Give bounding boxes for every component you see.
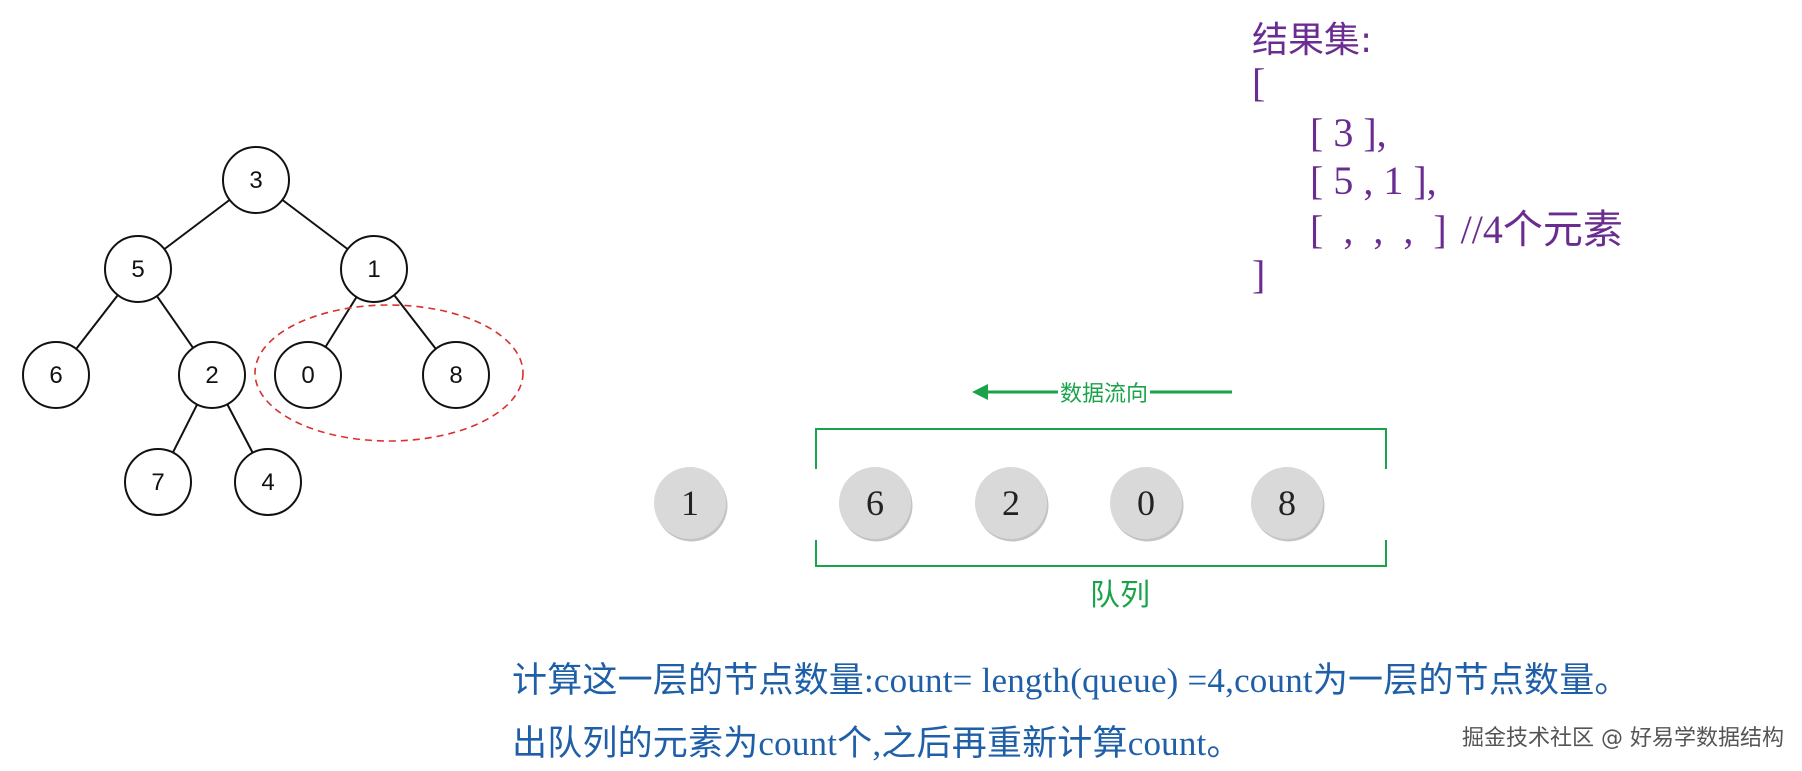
queue-frame: 队列 — [815, 428, 1387, 613]
tree-edge — [156, 295, 194, 349]
tree-node-8: 8 — [422, 341, 490, 409]
explanation-line-2: 出队列的元素为count个,之后再重新计算count。 — [512, 724, 1242, 763]
result-row-3-brackets: [ , , , ] — [1310, 207, 1447, 252]
tree-node-circle — [222, 146, 290, 214]
tree-node-circle — [178, 341, 246, 409]
tree-node-2: 2 — [178, 341, 246, 409]
queue-item-8: 8 — [1251, 467, 1325, 542]
tree-edge — [393, 294, 437, 350]
tree-node-7: 7 — [124, 448, 192, 516]
tree-node-label: 3 — [249, 167, 262, 194]
arrow-head — [972, 384, 988, 400]
queue-item-2: 2 — [975, 467, 1049, 542]
queue-node-circle — [975, 467, 1047, 539]
tree-node-label: 2 — [205, 362, 218, 389]
queue-node-circle — [839, 467, 911, 539]
tree-node-1: 1 — [340, 235, 408, 303]
tree-node-circle — [422, 341, 490, 409]
result-row-1: [ 3 ], — [1310, 110, 1387, 155]
queue-node-label: 1 — [681, 483, 699, 523]
result-row-3-note: //4个元素 — [1461, 207, 1623, 252]
tree-node-5: 5 — [104, 235, 172, 303]
tree-node-label: 4 — [261, 469, 274, 496]
tree-edge — [281, 199, 349, 250]
tree-node-circle — [234, 448, 302, 516]
result-close-bracket: ] — [1252, 252, 1265, 297]
tree-node-circle — [274, 341, 342, 409]
tree-edge — [171, 404, 199, 453]
tree-node-label: 1 — [367, 256, 380, 283]
watermark: 掘金技术社区 @ 好易学数据结构 — [1462, 726, 1784, 751]
queue-node-label: 8 — [1278, 483, 1296, 523]
queue-label: 队列 — [1090, 578, 1150, 613]
tree-node-circle — [124, 448, 192, 516]
result-row-2: [ 5 , 1 ], — [1310, 158, 1437, 203]
result-row-3: [ , , , ] //4个元素 — [1310, 207, 1623, 252]
flow-label: 数据流向 — [1060, 382, 1148, 407]
queue-item-6: 6 — [839, 467, 913, 542]
queue-node-circle — [1251, 467, 1323, 539]
queue-item-0: 0 — [1110, 467, 1184, 542]
explanation-line-1: 计算这一层的节点数量:count= length(queue) =4,count… — [512, 661, 1630, 700]
tree-node-circle — [340, 235, 408, 303]
tree-edge — [75, 294, 119, 350]
tree-edge — [324, 296, 358, 348]
highlight-ellipse — [254, 304, 524, 442]
queue-node-label: 2 — [1002, 483, 1020, 523]
result-set: 结果集: [ [ 3 ], [ 5 , 1 ], [ , , , ] //4个元素… — [1252, 20, 1623, 297]
tree-node-label: 5 — [131, 256, 144, 283]
flow-arrow: 数据流向 — [972, 382, 1232, 407]
tree-node-label: 8 — [449, 362, 462, 389]
queue-node-circle — [654, 467, 726, 539]
tree-node-label: 0 — [301, 362, 314, 389]
queue-node-circle — [1110, 467, 1182, 539]
tree-edges — [75, 199, 437, 454]
tree-node-circle — [22, 341, 90, 409]
queue-node-label: 0 — [1137, 483, 1155, 523]
tree-edge — [226, 403, 254, 454]
tree-node-4: 4 — [234, 448, 302, 516]
tree-node-0: 0 — [274, 341, 342, 409]
tree-edge — [163, 199, 231, 250]
tree-node-6: 6 — [22, 341, 90, 409]
dequeued-node: 1 — [654, 467, 728, 542]
result-open-bracket: [ — [1252, 60, 1265, 105]
tree-node-circle — [104, 235, 172, 303]
tree-nodes: 3 5 1 6 2 0 8 7 4 — [22, 146, 490, 516]
queue-nodes: 1 6 2 0 8 — [654, 467, 1325, 542]
tree-node-label: 7 — [151, 469, 164, 496]
tree-node-3: 3 — [222, 146, 290, 214]
result-title: 结果集: — [1252, 20, 1372, 61]
tree-node-label: 6 — [49, 362, 62, 389]
queue-node-label: 6 — [866, 483, 884, 523]
